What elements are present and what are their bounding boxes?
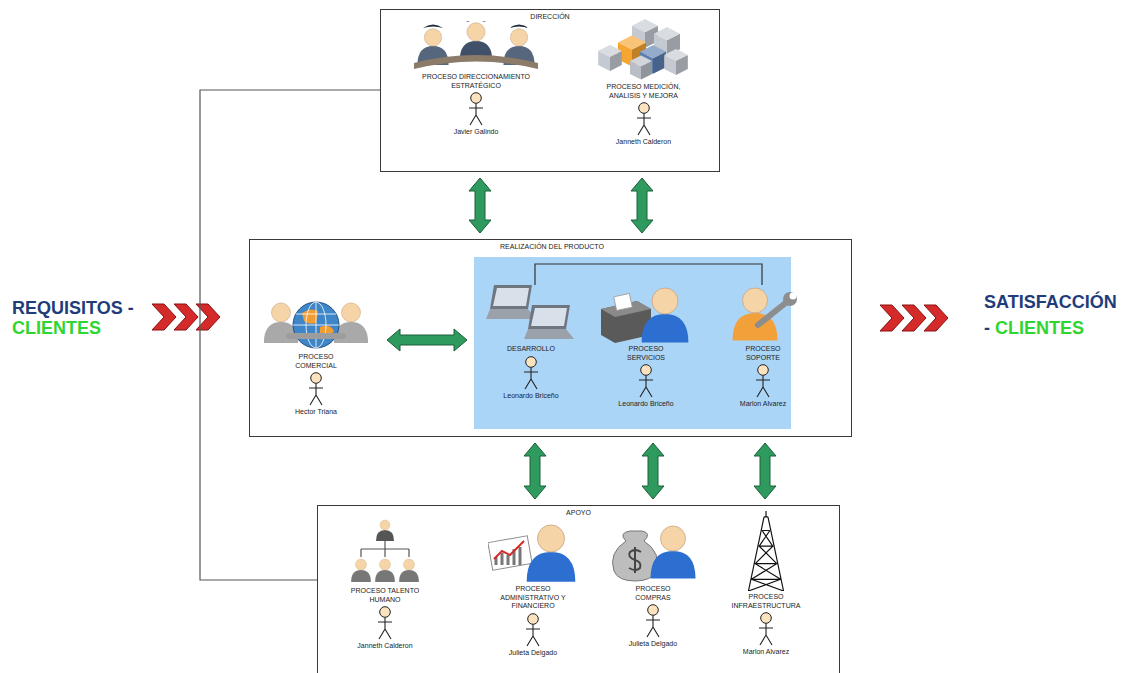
flow-label: - <box>984 318 990 338</box>
owner-name: Janneth Calderon <box>357 642 412 651</box>
process-title: PROCESO ADMINISTRATIVO Y FINANCIERO <box>498 585 568 611</box>
double-arrow <box>524 443 546 499</box>
flow-label: CLIENTES <box>995 318 1084 338</box>
process-icon <box>262 293 370 351</box>
process-title: DESARROLLO <box>507 345 555 354</box>
process-box: PROCESO ADMINISTRATIVO Y FINANCIERO Julie… <box>478 519 588 657</box>
process-title: PROCESO MEDICIÓN, ANALISIS Y MEJORA <box>599 83 689 100</box>
stage-heading: REALIZACIÓN DEL PRODUCTO <box>500 240 851 251</box>
owner-name: Julieta Delgado <box>509 649 557 658</box>
process-title: PROCESO TALENTO HUMANO <box>350 587 420 604</box>
process-box: PROCESO MEDICIÓN, ANALISIS Y MEJORA Janne… <box>581 19 706 147</box>
connector-line <box>200 90 380 580</box>
process-icon <box>601 285 691 343</box>
owner-name: Hector Triana <box>295 408 337 417</box>
double-arrow <box>642 443 664 499</box>
stage-heading: DIRECCIÓN <box>381 10 719 21</box>
owner-figure <box>636 364 656 398</box>
flow-label: SATISFACCIÓN <box>984 292 1117 312</box>
owner-figure <box>306 372 326 406</box>
process-box: PROCESO COMERCIAL Hector Triana <box>259 293 373 417</box>
owner-name: Marlon Alvarez <box>743 648 789 657</box>
owner-figure <box>756 612 776 646</box>
double-arrow <box>469 178 491 233</box>
owner-figure <box>375 606 395 640</box>
input-chevrons <box>152 304 220 330</box>
stage-heading: APOYO <box>318 506 839 517</box>
process-icon <box>744 511 788 591</box>
process-title: PROCESO COMERCIAL <box>286 353 346 370</box>
owner-figure <box>753 364 773 398</box>
process-title: PROCESO COMPRAS <box>623 585 683 602</box>
process-icon <box>486 285 576 343</box>
process-box: PROCESO TALENTO HUMANO Janneth Calderon <box>335 519 435 651</box>
connector-line <box>535 264 762 285</box>
output-chevrons <box>880 305 948 331</box>
double-arrow <box>387 329 467 351</box>
owner-name: Janneth Calderon <box>616 138 671 147</box>
process-title: PROCESO INFRAESTRUCTURA <box>731 593 801 610</box>
owner-figure <box>523 613 543 647</box>
owner-name: Leonardo Briceño <box>618 400 673 409</box>
process-box: PROCESO COMPRAS Julieta Delgado <box>601 519 705 649</box>
process-box: PROCESO DIRECCIONAMIENTO ESTRATÉGICO Javi… <box>406 21 546 137</box>
flow-label: REQUISITOS - <box>12 298 134 318</box>
process-box: DESARROLLO Leonardo Briceño <box>481 285 581 400</box>
process-icon <box>488 519 578 583</box>
double-arrow <box>631 178 653 233</box>
product-panel <box>474 257 791 429</box>
process-title: PROCESO SERVICIOS <box>621 345 671 362</box>
owner-name: Marlon Alvarez <box>740 400 786 409</box>
flow-label: CLIENTES <box>12 318 101 338</box>
stage-box: REALIZACIÓN DEL PRODUCTO PROCESO COMERCIA… <box>249 239 852 437</box>
process-icon <box>728 285 798 343</box>
process-box: PROCESO INFRAESTRUCTURA Marlon Alvarez <box>716 511 816 657</box>
process-icon <box>608 519 698 583</box>
owner-name: Javier Galindo <box>454 128 499 137</box>
process-box: PROCESO SOPORTE Marlon Alvarez <box>713 285 813 409</box>
process-icon <box>596 19 691 81</box>
double-arrow <box>754 443 776 499</box>
stage-box: APOYO PROCESO TALENTO HUMANO Janneth Calde… <box>317 505 840 673</box>
process-icon <box>411 21 541 71</box>
owner-figure <box>521 356 541 390</box>
process-box: PROCESO SERVICIOS Leonardo Briceño <box>596 285 696 409</box>
process-title: PROCESO DIRECCIONAMIENTO ESTRATÉGICO <box>421 73 531 90</box>
owner-figure <box>466 92 486 126</box>
owner-name: Leonardo Briceño <box>503 392 558 401</box>
owner-figure <box>634 102 654 136</box>
owner-name: Julieta Delgado <box>629 640 677 649</box>
owner-figure <box>643 604 663 638</box>
process-icon <box>350 519 420 585</box>
stage-box: DIRECCIÓNPROCESO DIRECCIONAMIENTO ESTRAT… <box>380 9 720 172</box>
process-title: PROCESO SOPORTE <box>738 345 788 362</box>
